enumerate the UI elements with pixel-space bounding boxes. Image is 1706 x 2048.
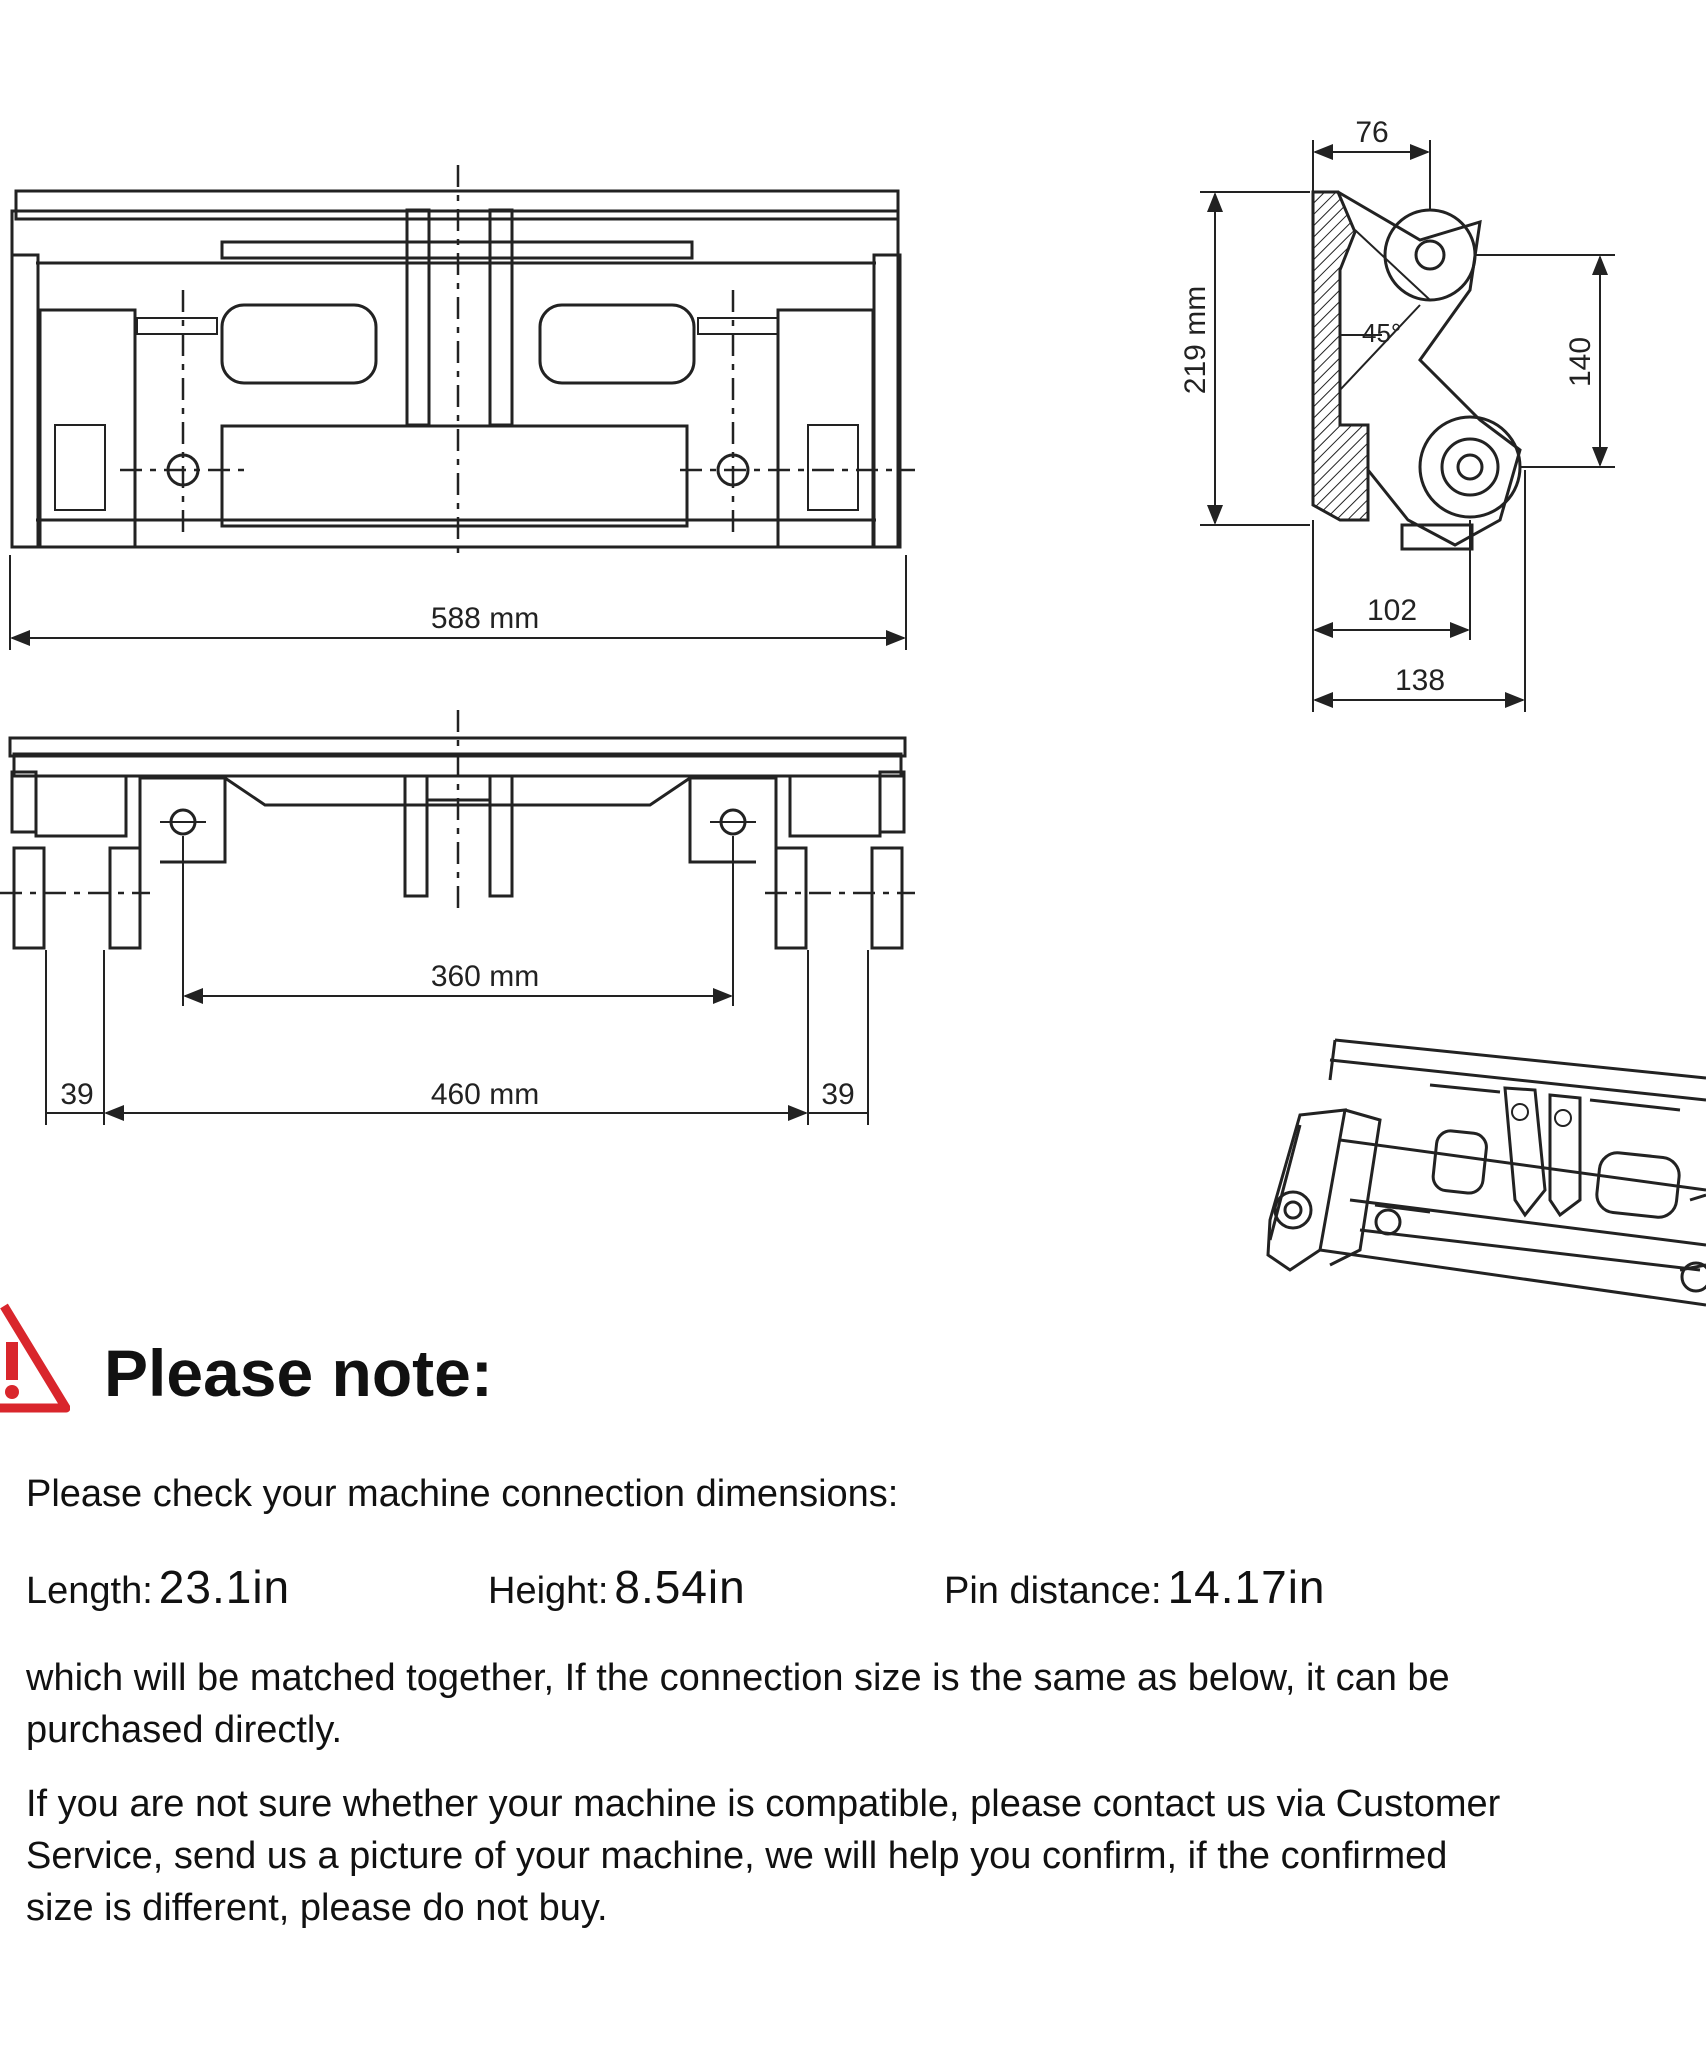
- note-paragraph-2-line-3: size is different, please do not buy.: [26, 1887, 608, 1929]
- dim-inner-spacing: 460 mm: [431, 1078, 539, 1111]
- note-title: Please note:: [104, 1336, 493, 1410]
- side-profile-view: 45° 76 219 mm 140 102 138: [1179, 116, 1615, 712]
- spec-height: Height:8.54in: [488, 1560, 746, 1614]
- spec-label: Pin distance:: [944, 1570, 1162, 1612]
- isometric-view: [1266, 1038, 1706, 1307]
- dim-side-offset-right: 39: [821, 1078, 854, 1111]
- note-paragraph-1-line-2: purchased directly.: [26, 1709, 343, 1751]
- dim-profile-base-138: 138: [1395, 664, 1445, 697]
- spec-label: Height:: [488, 1570, 609, 1612]
- dim-profile-pin-height: 140: [1564, 337, 1597, 387]
- note-intro: Please check your machine connection dim…: [26, 1473, 899, 1515]
- front-view: 588 mm: [9, 165, 915, 650]
- dim-profile-top-width: 76: [1355, 116, 1388, 149]
- note-paragraph-2-line-1: If you are not sure whether your machine…: [26, 1783, 1501, 1825]
- spec-value: 23.1in: [158, 1561, 291, 1613]
- dim-profile-height: 219 mm: [1179, 286, 1212, 394]
- dim-pin-spacing: 360 mm: [431, 960, 539, 993]
- dim-side-offset-left: 39: [60, 1078, 93, 1111]
- dim-profile-angle: 45°: [1362, 318, 1401, 348]
- spec-value: 8.54in: [614, 1561, 746, 1613]
- spec-pin-distance: Pin distance:14.17in: [944, 1560, 1326, 1614]
- dim-front-width: 588 mm: [431, 602, 539, 635]
- technical-drawing: 588 mm 360 mm: [0, 116, 1706, 1307]
- spec-length: Length:23.1in: [26, 1560, 290, 1614]
- spec-label: Length:: [26, 1570, 153, 1612]
- warning-icon: [0, 1303, 70, 1413]
- note-paragraph-1-line-1: which will be matched together, If the c…: [26, 1657, 1450, 1699]
- note-paragraph-2-line-2: Service, send us a picture of your machi…: [26, 1835, 1448, 1877]
- dim-profile-base-102: 102: [1367, 594, 1417, 627]
- spec-value: 14.17in: [1167, 1561, 1326, 1613]
- top-view: 360 mm 460 mm 39 39: [0, 710, 915, 1125]
